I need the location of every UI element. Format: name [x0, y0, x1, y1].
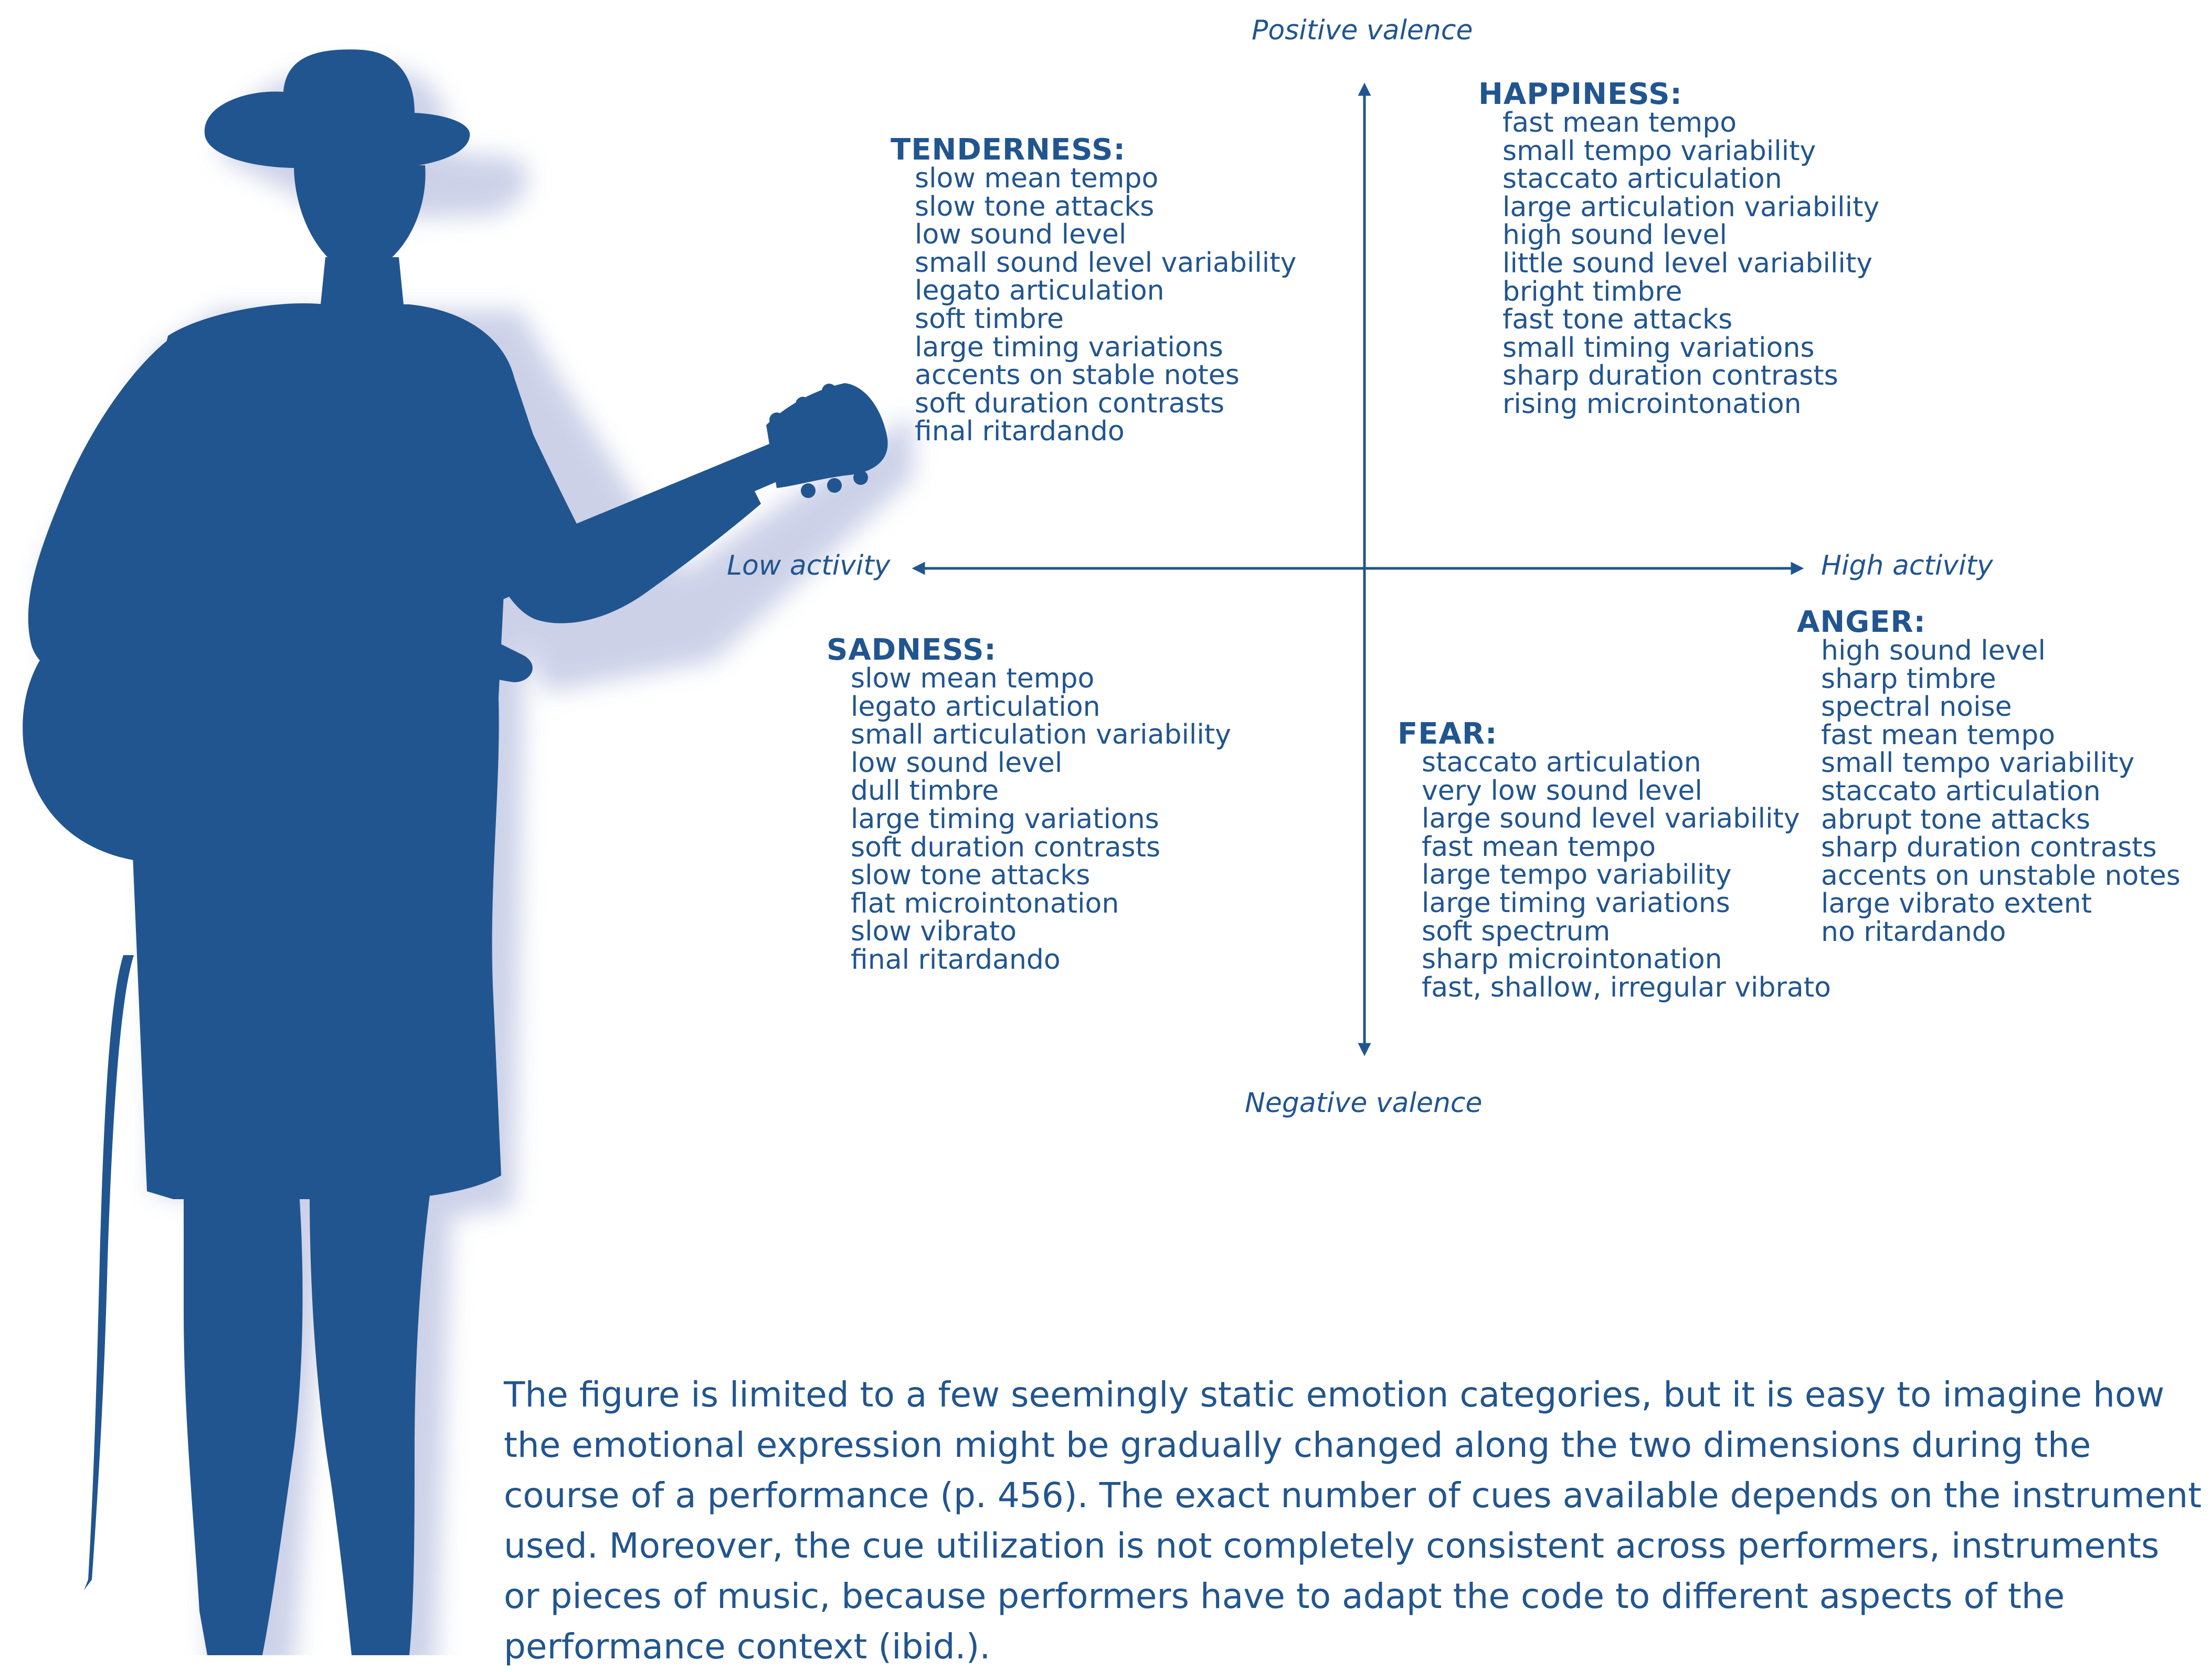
- tenderness-title: TENDERNESS:: [891, 133, 1126, 167]
- cue-item: slow mean tempo: [915, 163, 1159, 194]
- anger-cue-list: high sound level sharp timbre spectral n…: [1797, 637, 2181, 947]
- neck: [320, 257, 404, 310]
- left-arm: [28, 336, 184, 671]
- positive-valence-label: Positive valence: [1252, 15, 1473, 46]
- cue-item: final ritardando: [851, 944, 1061, 976]
- cue-item: small sound level variability: [915, 247, 1297, 279]
- cue-item: slow tone attacks: [851, 860, 1091, 892]
- cue-item: small articulation variability: [851, 719, 1231, 751]
- cue-item: slow tone attacks: [915, 191, 1155, 223]
- cue-item: very low sound level: [1422, 775, 1702, 807]
- cue-item: small timing variations: [1502, 332, 1815, 364]
- right-leg: [310, 1191, 430, 1655]
- cue-item: legato articulation: [915, 275, 1165, 307]
- cue-item: accents on stable notes: [915, 359, 1240, 391]
- cue-item: sharp duration contrasts: [1821, 832, 2157, 864]
- cue-item: fast mean tempo: [1821, 719, 2056, 751]
- cue-item: no ritardando: [1821, 916, 2006, 948]
- cue-item: small tempo variability: [1502, 135, 1816, 167]
- caption-paragraph: The figure is limited to a few seemingly…: [504, 1374, 2202, 1667]
- tenderness-block: TENDERNESS: slow mean tempo slow tone at…: [891, 135, 1296, 446]
- happiness-block: HAPPINESS: fast mean tempo small tempo v…: [1478, 80, 1879, 419]
- cue-item: sharp microintonation: [1422, 944, 1722, 976]
- cue-item: spectral noise: [1821, 691, 2012, 723]
- cue-item: staccato articulation: [1502, 163, 1782, 195]
- torso: [73, 303, 583, 1200]
- cue-item: large articulation variability: [1502, 191, 1880, 223]
- cue-item: soft duration contrasts: [851, 831, 1161, 863]
- cue-item: final ritardando: [915, 416, 1125, 448]
- negative-valence-label: Negative valence: [1245, 1087, 1483, 1119]
- cue-item: large vibrato extent: [1821, 888, 2092, 920]
- tenderness-cue-list: slow mean tempo slow tone attacks low so…: [891, 163, 1297, 448]
- low-activity-label: Low activity: [727, 550, 891, 581]
- silhouette: [23, 49, 888, 1655]
- anger-block: ANGER: high sound level sharp timbre spe…: [1797, 608, 2181, 947]
- fear-cue-list: staccato articulation very low sound lev…: [1398, 747, 1831, 1003]
- head: [294, 165, 426, 272]
- cue-item: soft timbre: [915, 303, 1064, 335]
- cue-item: large tempo variability: [1422, 859, 1732, 891]
- cue-item: flat microintonation: [851, 887, 1119, 919]
- cue-item: dull timbre: [851, 775, 999, 807]
- cue-item: sharp timbre: [1821, 663, 1996, 695]
- axes: [912, 82, 1804, 1056]
- strumming-hand: [441, 619, 533, 682]
- cue-item: low sound level: [915, 219, 1127, 251]
- cue-item: small tempo variability: [1821, 747, 2135, 779]
- high-activity-label: High activity: [1821, 550, 1993, 581]
- hat: [204, 49, 470, 168]
- guitar-cable: [84, 955, 134, 1590]
- cue-item: staccato articulation: [1422, 747, 1701, 778]
- cue-item: large sound level variability: [1422, 803, 1800, 835]
- cue-item: soft spectrum: [1422, 915, 1611, 947]
- fear-title: FEAR:: [1398, 717, 1498, 751]
- left-leg: [184, 1191, 303, 1655]
- anger-title: ANGER:: [1797, 605, 1926, 639]
- cue-item: large timing variations: [1422, 887, 1730, 919]
- cue-item: slow vibrato: [851, 916, 1017, 948]
- guitar-body: [23, 608, 288, 863]
- happiness-title: HAPPINESS:: [1478, 77, 1682, 111]
- cue-item: sharp duration contrasts: [1502, 360, 1838, 392]
- cue-item: accents on unstable notes: [1821, 860, 2181, 892]
- cue-item: fast mean tempo: [1422, 831, 1656, 863]
- cue-item: fast, shallow, irregular vibrato: [1422, 971, 1831, 1003]
- cue-item: fast tone attacks: [1502, 304, 1733, 336]
- cue-item: soft duration contrasts: [915, 387, 1225, 419]
- right-arm: [483, 367, 761, 623]
- cue-item: abrupt tone attacks: [1821, 803, 2091, 835]
- cue-item: slow mean tempo: [851, 663, 1095, 694]
- cue-item: little sound level variability: [1502, 247, 1873, 279]
- sadness-cue-list: slow mean tempo legato articulation smal…: [827, 663, 1231, 976]
- fear-block: FEAR: staccato articulation very low sou…: [1398, 719, 1831, 1002]
- cue-item: bright timbre: [1502, 276, 1682, 308]
- cue-item: rising microintonation: [1502, 388, 1802, 420]
- happiness-cue-list: fast mean tempo small tempo variability …: [1478, 109, 1879, 419]
- cue-item: high sound level: [1502, 219, 1727, 251]
- cue-item: large timing variations: [915, 331, 1223, 363]
- cue-item: high sound level: [1821, 635, 2046, 666]
- sadness-block: SADNESS: slow mean tempo legato articula…: [827, 636, 1231, 975]
- guitar-headstock: [766, 383, 888, 488]
- cue-item: low sound level: [851, 747, 1063, 779]
- sadness-title: SADNESS:: [827, 633, 997, 667]
- cue-item: fast mean tempo: [1502, 107, 1737, 139]
- cue-item: staccato articulation: [1821, 775, 2101, 807]
- cue-item: legato articulation: [851, 691, 1100, 723]
- cue-item: large timing variations: [851, 803, 1159, 835]
